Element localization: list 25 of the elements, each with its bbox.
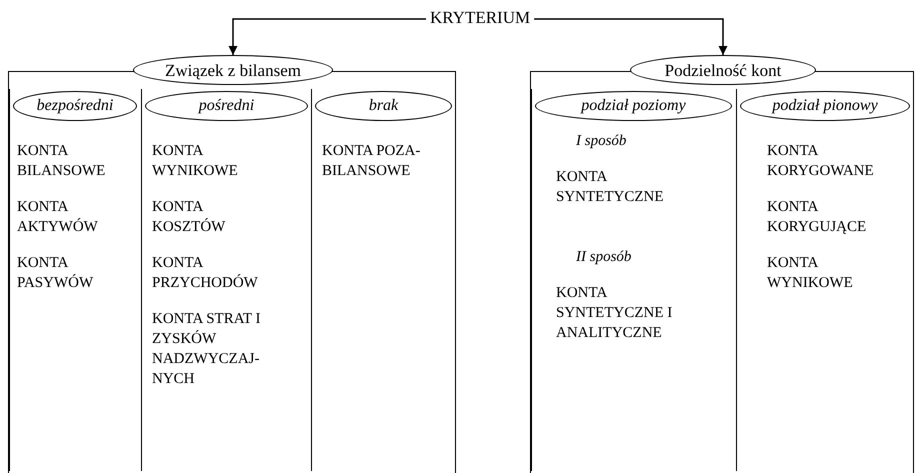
- arrow: [534, 18, 728, 55]
- subcategory-ellipse: bezpośredni: [13, 91, 137, 121]
- account-type-text: KONTA BILANSOWE: [17, 142, 106, 181]
- account-type-text: KONTA SYNTETYCZNE: [556, 168, 664, 207]
- subcategory-ellipse: podział pionowy: [740, 91, 910, 121]
- account-type-text: KONTA WYNIKOWE: [767, 254, 854, 293]
- method-label: I sposób: [576, 132, 628, 151]
- account-type-text: KONTA PRZYCHODÓW: [152, 254, 259, 293]
- subcategory-ellipse: brak: [315, 91, 452, 121]
- account-type-text: KONTA STRAT I ZYSKÓW NADZWYCZAJ- NYCH: [152, 310, 262, 389]
- subcategory-ellipse: podział poziomy: [535, 91, 732, 121]
- account-type-text: KONTA KORYGOWANE: [767, 142, 875, 181]
- criterion-label: KRYTERIUM: [430, 8, 530, 28]
- subcategory-ellipse: pośredni: [145, 91, 308, 121]
- arrow: [228, 18, 426, 55]
- account-type-text: KONTA KORYGUJĄCE: [767, 198, 868, 237]
- account-type-text: KONTA POZA- BILANSOWE: [322, 142, 422, 181]
- category-ellipse: Związek z bilansem: [133, 55, 333, 85]
- account-type-text: KONTA WYNIKOWE: [152, 142, 239, 181]
- account-type-text: KONTA AKTYWÓW: [17, 198, 99, 237]
- method-label: II sposób: [576, 248, 632, 267]
- account-type-text: KONTA PASYWÓW: [17, 254, 94, 293]
- account-type-text: KONTA SYNTETYCZNE I ANALITYCZNE: [556, 284, 674, 343]
- category-ellipse: Podzielność kont: [630, 55, 816, 85]
- account-type-text: KONTA KOSZTÓW: [152, 198, 226, 237]
